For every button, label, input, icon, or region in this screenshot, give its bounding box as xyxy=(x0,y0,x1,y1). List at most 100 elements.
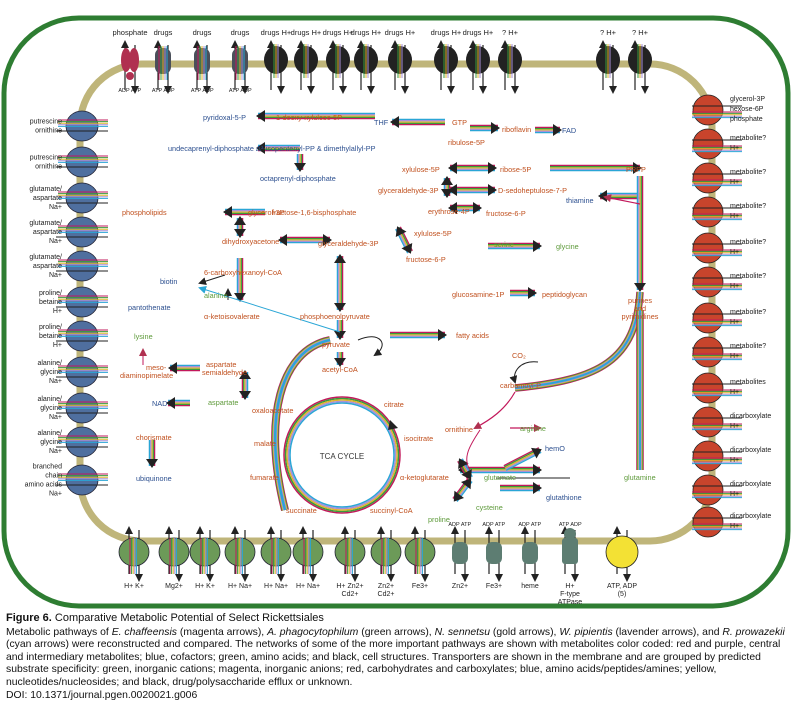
green-transporter-body xyxy=(158,537,190,567)
arrow-purines-carbamoyl xyxy=(514,291,644,392)
transporter-substrate: betaine xyxy=(39,333,62,340)
organism-5: R. prowazekii xyxy=(722,626,785,638)
red-transporter-body xyxy=(692,232,724,264)
transporter-substrate: H+ xyxy=(730,145,739,152)
metabolite-glyceraldehyde-3p-b: glyceraldehyde-3P xyxy=(318,239,379,248)
arrow-glycerol-to-phospholipids xyxy=(223,206,265,218)
metabolite-arginine: arginine xyxy=(520,424,546,433)
top-transporter: drugs H+ xyxy=(261,28,292,94)
metabolite-glucosamine: glucosamine-1P xyxy=(452,290,504,299)
transporter-substrate: aspartate xyxy=(33,263,62,270)
metabolite-tca: TCA CYCLE xyxy=(320,452,364,461)
arrow-cysteine-glutathione xyxy=(500,482,542,494)
metabolite-peptidoglycan: peptidoglycan xyxy=(542,290,587,299)
transporter-substrate: glycine xyxy=(40,369,62,376)
transporter-substrate: proline/ xyxy=(39,290,62,297)
metabolite-xylulose-5p-b: xylulose-5P xyxy=(414,229,452,238)
top-transporter: drugs H+ xyxy=(323,28,354,94)
transporter-label: drugs xyxy=(193,28,212,37)
arrow-to-meso-dap xyxy=(168,362,200,374)
right-transporter: metabolite?H+ xyxy=(692,196,766,228)
atp-label: ATP xyxy=(495,522,506,528)
transporter-label: drugs xyxy=(154,28,173,37)
arrow-serine-glycine xyxy=(488,240,542,252)
arrow-fbp-ga3p xyxy=(278,234,332,246)
arrow-glutamate-ketoglutarate xyxy=(457,458,473,480)
transporter-substrate: ornithine xyxy=(35,128,62,135)
arrow-to-undecaprenyl xyxy=(256,142,300,154)
transporter-substrate: phosphate xyxy=(730,116,763,123)
transporter-substrate: H+ Na+ xyxy=(264,583,288,590)
transporter-substrate: H+ xyxy=(53,308,62,315)
bottom-transporter: Mg2+ xyxy=(158,526,190,590)
metabolite-thiamine: thiamine xyxy=(566,196,594,205)
figure-title: Comparative Metabolic Potential of Selec… xyxy=(54,612,324,624)
metabolite-prpp: PRPP xyxy=(626,165,646,174)
transporter-substrate: H+ xyxy=(730,389,739,396)
arrow-ppp-vertical xyxy=(441,176,453,198)
thin-arrows xyxy=(139,194,641,479)
top-transporter: ? H+ xyxy=(498,28,522,94)
bottom-transporter: Zn2+Cd2+ xyxy=(370,526,402,598)
red-transporter-body xyxy=(692,406,724,438)
transporter-substrate: H+ K+ xyxy=(195,583,215,590)
right-transporter: metabolite?H+ xyxy=(692,162,766,194)
arrow-ribose-to-prpp xyxy=(550,162,642,174)
metabolite-erythrose: erythrose-4P xyxy=(428,207,470,216)
top-transporter: ? H+ xyxy=(596,28,620,94)
metabolite-fatty-acids: fatty acids xyxy=(456,331,489,340)
transporter-substrate: hexose-6P xyxy=(730,106,764,113)
transporter-substrate: Na+ xyxy=(49,448,62,455)
transporter-substrate: glycerol-3P xyxy=(730,96,765,103)
metabolite-fructose-6p-b: fructose-6-P xyxy=(406,255,446,264)
transporter-substrate: H+ xyxy=(730,353,739,360)
transporter-substrate: Na+ xyxy=(49,204,62,211)
atpase-body xyxy=(562,538,578,564)
metabolite-chorismate: chorismate xyxy=(136,433,172,442)
transporter-substrate: glycine xyxy=(40,405,62,412)
top-transporter: drugs H+ xyxy=(431,28,462,94)
metabolite-aspartate: aspartate xyxy=(208,398,238,407)
metabolite-glyceraldehyde-3p-a: glyceraldehyde-3P xyxy=(378,186,439,195)
transporter-substrate: glycine xyxy=(40,439,62,446)
metabolite-glutathione: glutathione xyxy=(546,493,582,502)
transporter-substrate: Na+ xyxy=(49,238,62,245)
atp-label: ATP xyxy=(531,522,542,528)
transporter-label: drugs H+ xyxy=(261,28,292,37)
arrow-proline-glutamate xyxy=(452,478,473,502)
transporter-substrate: H+ xyxy=(730,179,739,186)
metabolite-isocitrate: isocitrate xyxy=(404,434,433,443)
arrow-prpp-to-purines xyxy=(634,176,646,292)
pathway-arrows xyxy=(139,110,646,514)
atp-label: ATP xyxy=(559,522,570,528)
transporter-substrate: Cd2+ xyxy=(378,591,395,598)
transporter-substrate: F-type xyxy=(560,591,580,598)
arrow-aspartate-semialdehyde xyxy=(239,370,251,400)
atp-label: ATP xyxy=(191,88,202,94)
metabolite-glutamine: glutamine xyxy=(624,473,656,482)
arrow-to-fatty-acids xyxy=(390,329,447,341)
transporter-substrate: H+ xyxy=(730,457,739,464)
figure-caption: Figure 6. Comparative Metabolic Potentia… xyxy=(6,612,786,702)
green-transporter-body xyxy=(224,537,256,567)
metabolite-meso-l1: meso- xyxy=(146,363,167,372)
arrow-glutamate-glutamine xyxy=(458,464,542,476)
top-transporter: drugs H+ xyxy=(463,28,494,94)
right-transporter: glycerol-3P hexose-6P phosphate xyxy=(692,94,765,126)
red-transporter-body xyxy=(692,336,724,368)
atp-label: ATP xyxy=(229,88,240,94)
green-transporter-body xyxy=(334,537,366,567)
atp-label: ATP xyxy=(461,522,472,528)
